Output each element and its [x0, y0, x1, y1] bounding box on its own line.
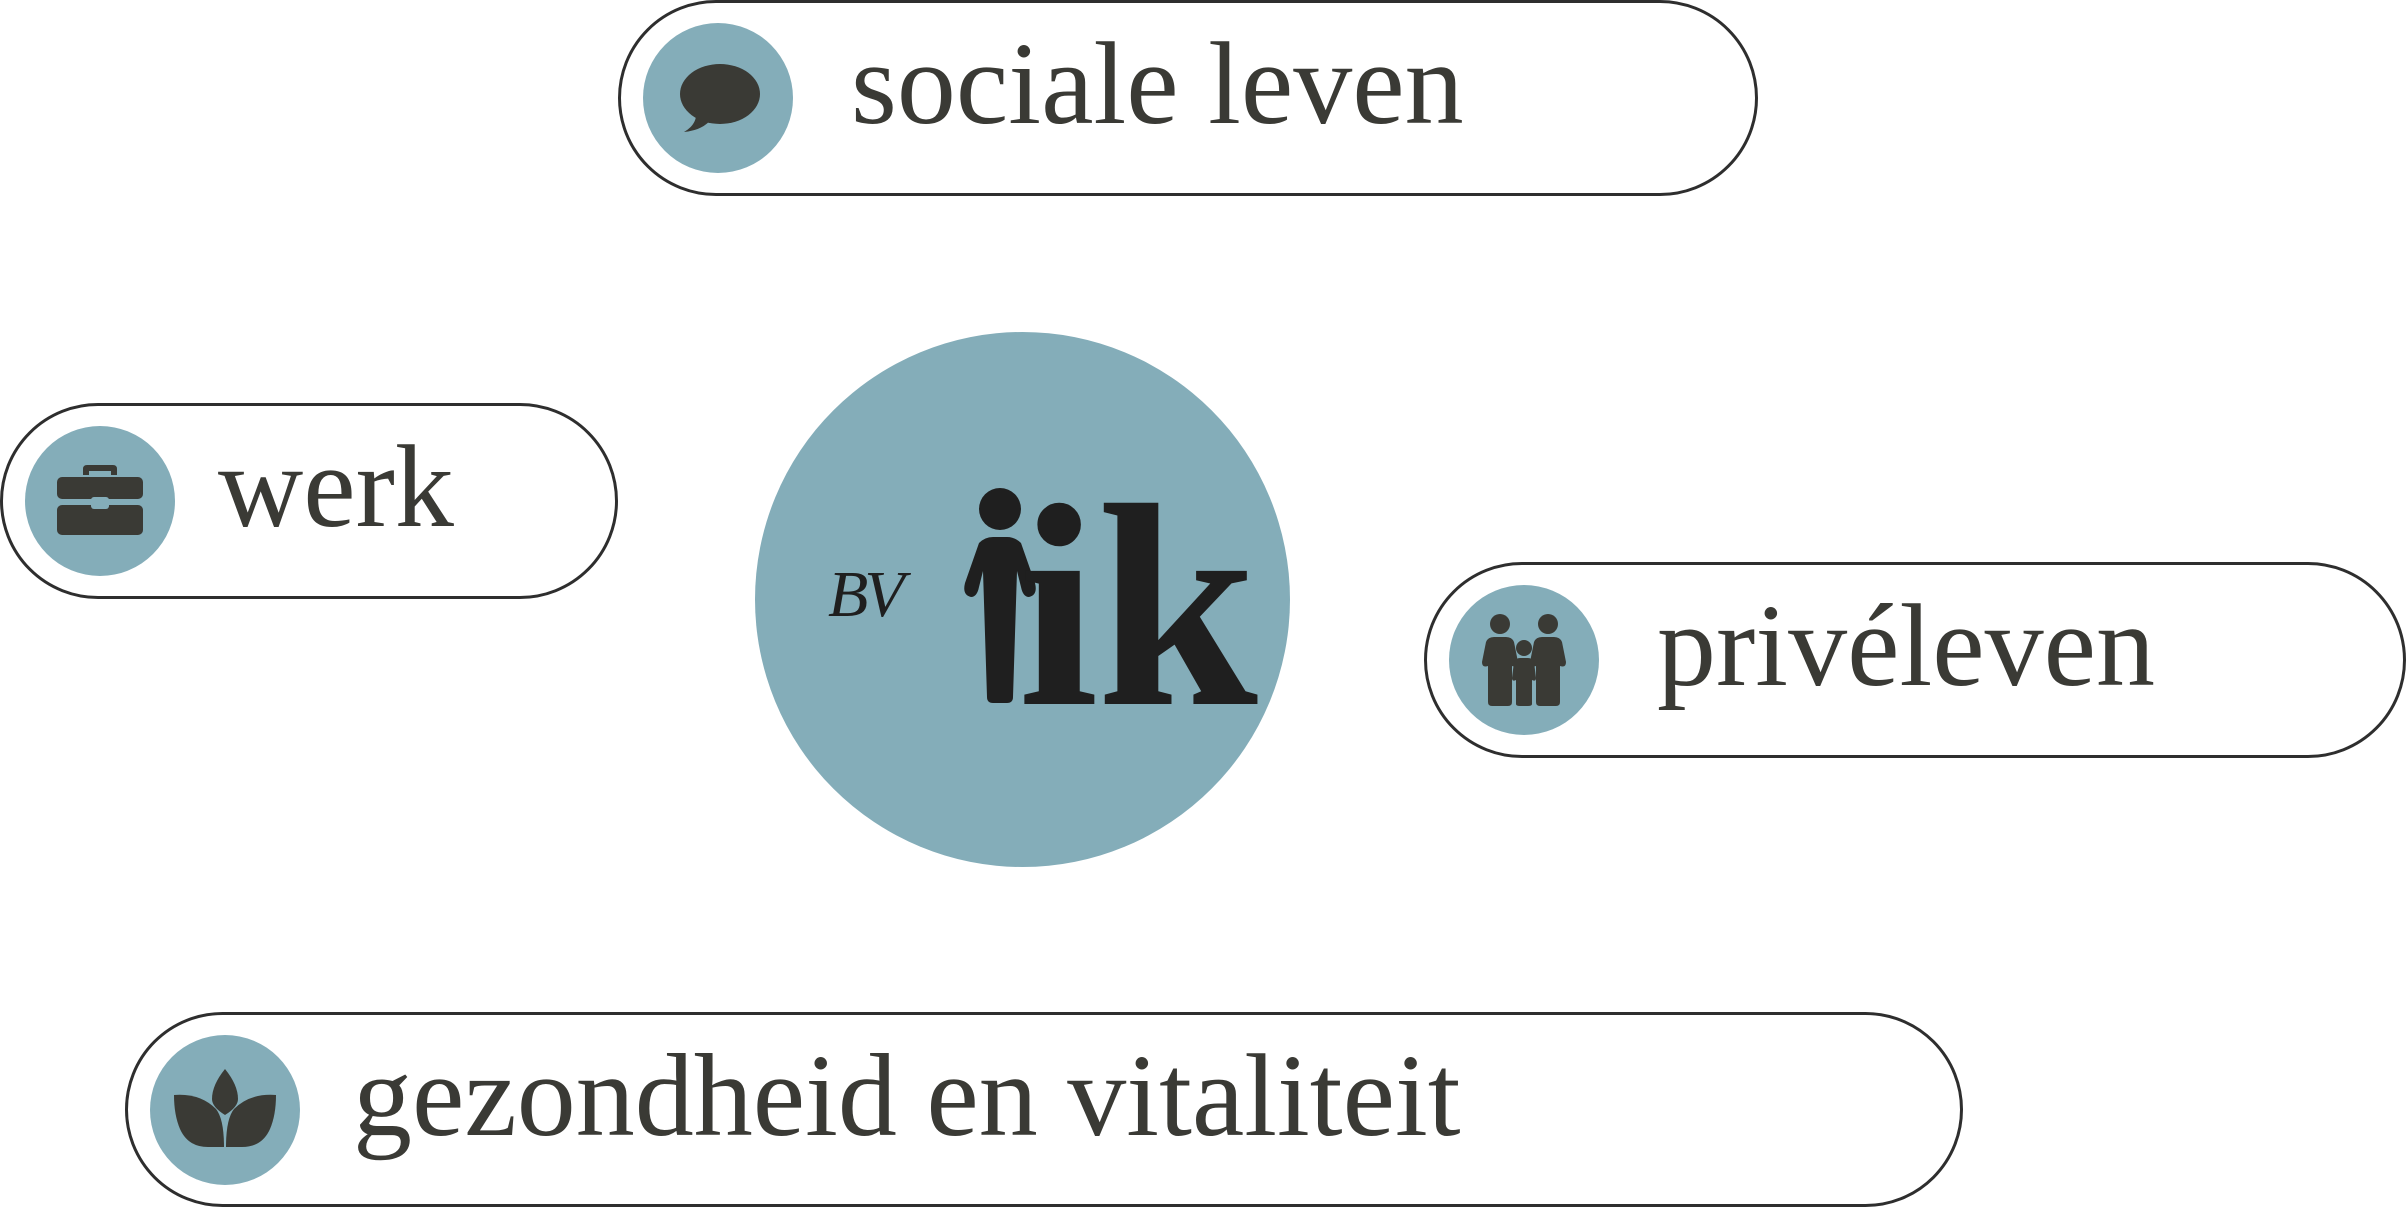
node-label: privéleven — [1657, 580, 2155, 711]
node-label: werk — [218, 421, 454, 552]
lotus-icon — [174, 1069, 276, 1147]
person-icon — [964, 488, 1036, 703]
center-word: ik — [1018, 446, 1258, 767]
node-label: gezondheid en vitaliteit — [353, 1030, 1461, 1161]
family-icon — [1482, 614, 1566, 706]
node-priveleven: privéleven — [1424, 562, 2406, 758]
node-sociale-leven: sociale leven — [618, 0, 1758, 196]
node-gezondheid-badge — [150, 1035, 300, 1185]
center-prefix: BV — [828, 558, 905, 631]
center-circle: BV ik — [755, 332, 1290, 867]
briefcase-icon — [57, 465, 143, 535]
node-werk-badge — [25, 426, 175, 576]
speech-bubble-icon — [680, 64, 760, 132]
node-gezondheid: gezondheid en vitaliteit — [125, 1012, 1963, 1207]
node-werk: werk — [0, 403, 618, 599]
node-label: sociale leven — [851, 18, 1464, 149]
node-sociale-leven-badge — [643, 23, 793, 173]
node-priveleven-badge — [1449, 585, 1599, 735]
